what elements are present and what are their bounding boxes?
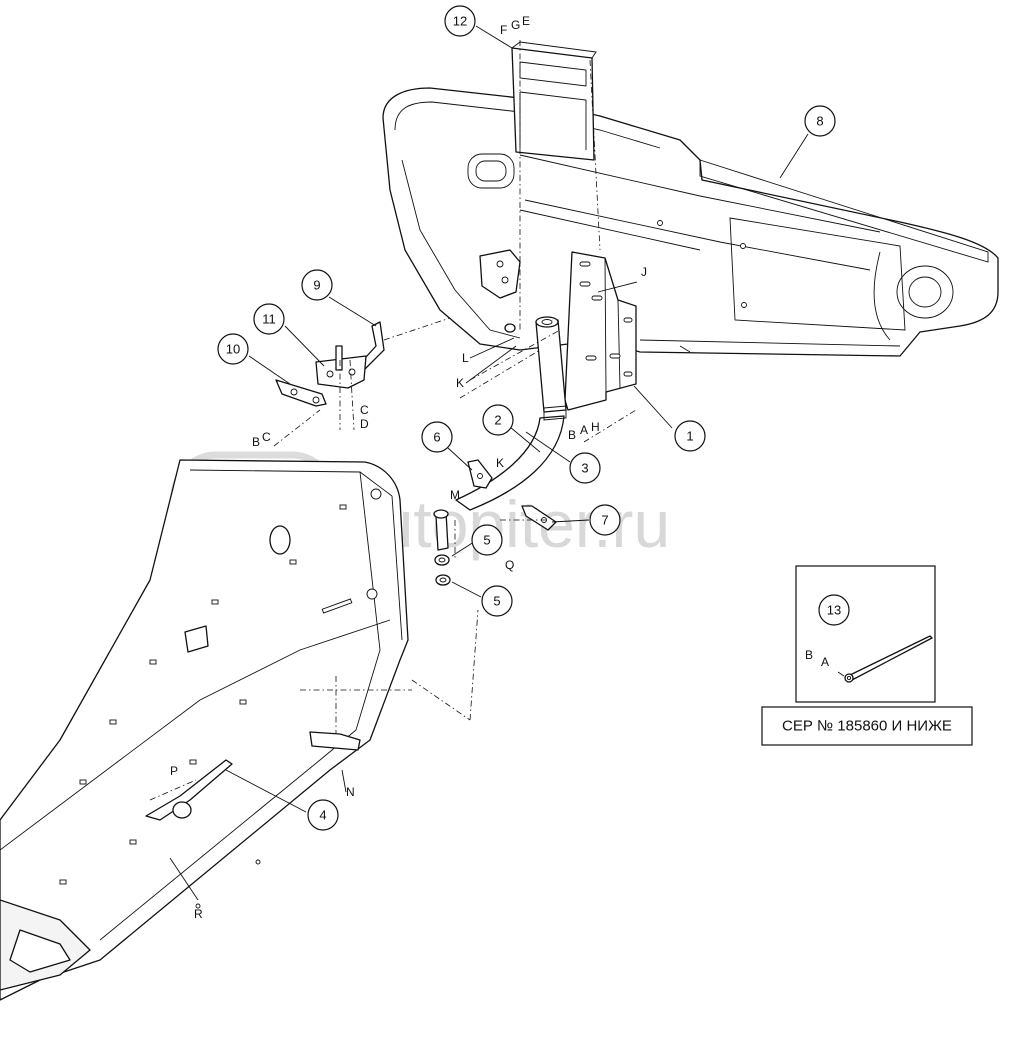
balloon-1: 1 <box>674 420 706 452</box>
balloon-label: 6 <box>433 430 440 445</box>
reference-letter-d: D <box>360 417 369 431</box>
bracket-plate-1 <box>564 251 637 411</box>
balloon-circle <box>253 303 285 335</box>
washers-5 <box>434 554 451 586</box>
boom-frame <box>0 459 409 1001</box>
leader-lines <box>169 25 877 901</box>
balloon-circle <box>674 420 706 452</box>
balloon-circle <box>589 504 621 536</box>
reference-letter-a1: A <box>580 423 588 437</box>
reference-letter-c2: C <box>262 430 271 444</box>
balloon-5: 5 <box>471 524 503 556</box>
balloon-7: 7 <box>589 504 621 536</box>
balloon-label: 1 <box>686 429 693 444</box>
brackets-6-7 <box>433 459 557 551</box>
reference-letter-m: M <box>450 488 460 502</box>
reference-letter-b2: B <box>568 428 576 442</box>
small-brackets-9-10-11 <box>275 321 385 407</box>
reference-letter-k1: K <box>456 376 464 390</box>
balloon-label: 9 <box>313 278 320 293</box>
balloon-circle <box>217 333 249 365</box>
balloon-label: 4 <box>319 808 326 823</box>
reference-letter-q: Q <box>505 558 514 572</box>
mounting-plate-12 <box>511 41 597 161</box>
balloon-11: 11 <box>253 303 285 335</box>
balloon-12: 12 <box>444 5 476 37</box>
reference-letter-h: H <box>591 420 600 434</box>
reference-letter-a2: A <box>821 655 829 669</box>
balloon-label: 12 <box>453 14 467 29</box>
reference-letter-b3: B <box>805 648 813 662</box>
balloon-6: 6 <box>421 421 453 453</box>
reference-letter-e: E <box>522 14 530 28</box>
reference-letter-l: L <box>462 351 469 365</box>
balloon-circle <box>307 799 339 831</box>
balloon-circle <box>471 524 503 556</box>
balloon-label: 2 <box>494 413 501 428</box>
balloon-circle <box>818 594 850 626</box>
reference-letter-j: J <box>641 265 647 279</box>
reference-letter-g: G <box>511 18 520 32</box>
reference-letter-p: P <box>170 764 178 778</box>
balloon-2: 2 <box>482 404 514 436</box>
serial-caption: СЕР № 185860 И НИЖЕ <box>761 706 973 746</box>
balloon-circle <box>301 269 333 301</box>
balloon-circle <box>482 404 514 436</box>
balloon-label: 5 <box>483 533 490 548</box>
reference-letter-f: F <box>500 23 507 37</box>
reference-letter-r: R <box>194 907 203 921</box>
balloon-label: 13 <box>827 603 841 618</box>
inset-cable-13 <box>795 565 936 703</box>
balloon-13: 13 <box>818 594 850 626</box>
balloon-label: 3 <box>581 461 588 476</box>
balloon-4: 4 <box>307 799 339 831</box>
balloon-10: 10 <box>217 333 249 365</box>
balloon-circle <box>481 585 513 617</box>
balloon-3: 3 <box>569 452 601 484</box>
balloon-circle <box>569 452 601 484</box>
balloon-label: 8 <box>816 114 823 129</box>
balloon-label: 11 <box>262 312 276 327</box>
balloon-5: 5 <box>481 585 513 617</box>
balloon-circle <box>804 105 836 137</box>
reference-letter-c1: C <box>360 403 369 417</box>
balloon-label: 10 <box>226 342 240 357</box>
console-panel <box>382 87 999 357</box>
balloon-label: 7 <box>601 513 608 528</box>
balloon-8: 8 <box>804 105 836 137</box>
reference-letter-b1: B <box>252 435 260 449</box>
balloon-circle <box>421 421 453 453</box>
serial-caption-text: СЕР № 185860 И НИЖЕ <box>782 718 952 735</box>
reference-letter-k2: K <box>496 456 504 470</box>
balloon-label: 5 <box>493 594 500 609</box>
phantom-lines <box>149 40 637 801</box>
reference-letter-n: N <box>346 785 355 799</box>
balloon-9: 9 <box>301 269 333 301</box>
balloon-circle <box>444 5 476 37</box>
